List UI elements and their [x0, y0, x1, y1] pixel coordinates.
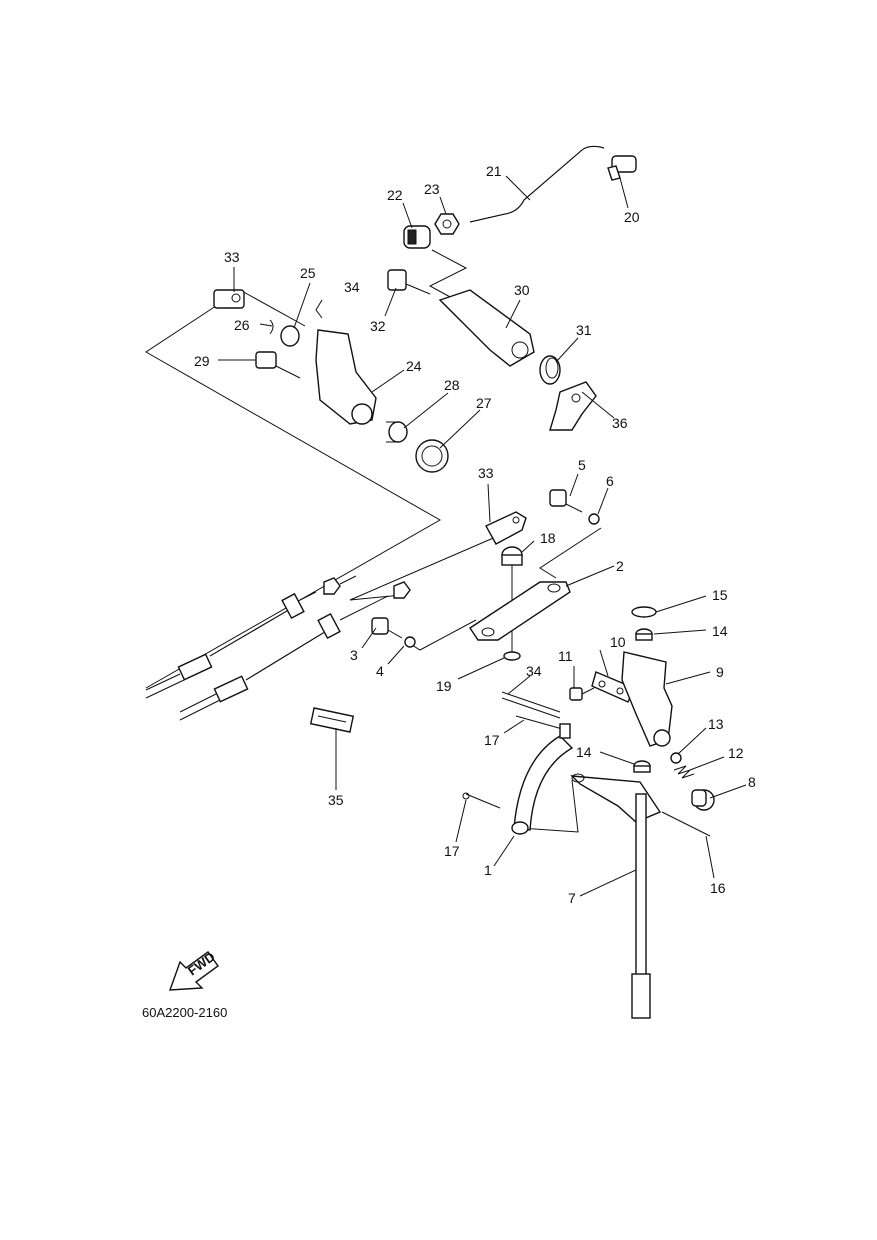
leader-lines — [218, 175, 747, 897]
part-clip-26 — [269, 319, 274, 335]
part-washer-15 — [631, 606, 657, 618]
callout-11: 11 — [558, 648, 573, 664]
assembly-lines — [145, 249, 602, 833]
part-bolt-5 — [549, 489, 583, 513]
part-washer-19 — [503, 651, 521, 661]
part-lever-30 — [438, 289, 535, 367]
callout-7: 7 — [568, 890, 576, 906]
callout-3: 3 — [350, 647, 358, 663]
part-joint-33-upper — [213, 289, 245, 309]
part-washer-4 — [404, 636, 416, 648]
callout-12: 12 — [728, 745, 744, 761]
callout-31: 31 — [576, 322, 592, 338]
part-arm-7 — [570, 773, 662, 1019]
part-bushing-14-upper — [635, 628, 653, 641]
callout-28: 28 — [444, 377, 460, 393]
part-throttle-rod-21 — [469, 145, 605, 223]
part-knob-8 — [691, 789, 715, 811]
part-bolt-32 — [387, 269, 431, 295]
callout-14-lower: 14 — [576, 744, 592, 760]
callout-6: 6 — [606, 473, 614, 489]
part-spring-12 — [673, 765, 695, 779]
part-lever-1 — [511, 723, 574, 835]
callout-16: 16 — [710, 880, 726, 896]
callout-22: 22 — [387, 187, 403, 203]
callout-24: 24 — [406, 358, 422, 374]
part-ball-13 — [670, 752, 682, 764]
part-plate-10 — [591, 671, 635, 703]
part-bolt-29 — [255, 351, 301, 379]
part-clip-34-upper — [315, 299, 323, 319]
callout-10: 10 — [610, 634, 626, 650]
callout-9: 9 — [716, 664, 724, 680]
callout-4: 4 — [376, 663, 384, 679]
callout-21: 21 — [486, 163, 502, 179]
fwd-arrow-icon: FWD — [168, 949, 219, 991]
callout-29: 29 — [194, 353, 210, 369]
part-bracket-24 — [315, 329, 377, 425]
diagram-code: 60A2200-2160 — [142, 1005, 227, 1020]
callout-5: 5 — [578, 457, 586, 473]
part-cable-lower — [179, 581, 411, 721]
callout-20: 20 — [624, 209, 640, 225]
part-spring-31 — [539, 355, 561, 385]
part-pin-16 — [661, 811, 711, 837]
callout-23: 23 — [424, 181, 440, 197]
callout-18: 18 — [540, 530, 556, 546]
callout-32: 32 — [370, 318, 386, 334]
part-collar-28 — [386, 421, 408, 443]
callout-33-upper: 33 — [224, 249, 240, 265]
callout-15: 15 — [712, 587, 728, 603]
part-label-plate-35 — [309, 707, 355, 733]
callout-1: 1 — [484, 862, 492, 878]
part-bolt-3 — [371, 617, 403, 639]
part-pin-17-lower — [462, 792, 501, 809]
part-joint-20 — [607, 155, 637, 181]
part-joint-22 — [403, 225, 431, 249]
callout-30: 30 — [514, 282, 530, 298]
callout-14-upper: 14 — [712, 623, 728, 639]
part-nut-23 — [434, 213, 460, 235]
callout-34-lower: 34 — [526, 663, 542, 679]
callout-36: 36 — [612, 415, 628, 431]
callout-8: 8 — [748, 774, 756, 790]
part-washer-6 — [588, 513, 600, 525]
callout-35: 35 — [328, 792, 344, 808]
callout-labels: 1 2 3 4 5 6 7 8 9 10 11 12 13 14 14 15 1… — [194, 163, 756, 906]
callout-34-upper: 34 — [344, 279, 360, 295]
callout-19: 19 — [436, 678, 452, 694]
callout-13: 13 — [708, 716, 724, 732]
callout-26: 26 — [234, 317, 250, 333]
part-collar-18 — [501, 546, 523, 566]
part-bolt-11 — [569, 687, 595, 701]
callout-17-lower: 17 — [444, 843, 460, 859]
callout-2: 2 — [616, 558, 624, 574]
part-bracket-9 — [621, 651, 673, 747]
callout-17-upper: 17 — [484, 732, 500, 748]
part-bushing-14-lower — [633, 760, 651, 773]
callout-25: 25 — [300, 265, 316, 281]
callout-27: 27 — [476, 395, 492, 411]
part-collar-25 — [280, 325, 300, 347]
part-pin-17-upper — [515, 715, 567, 731]
part-lever-2 — [469, 581, 571, 641]
callout-33-lower: 33 — [478, 465, 494, 481]
part-cable-upper — [145, 575, 357, 699]
part-bracket-36 — [549, 381, 597, 431]
part-joint-33-lower — [485, 511, 527, 545]
part-clip-34-lower — [501, 691, 561, 719]
